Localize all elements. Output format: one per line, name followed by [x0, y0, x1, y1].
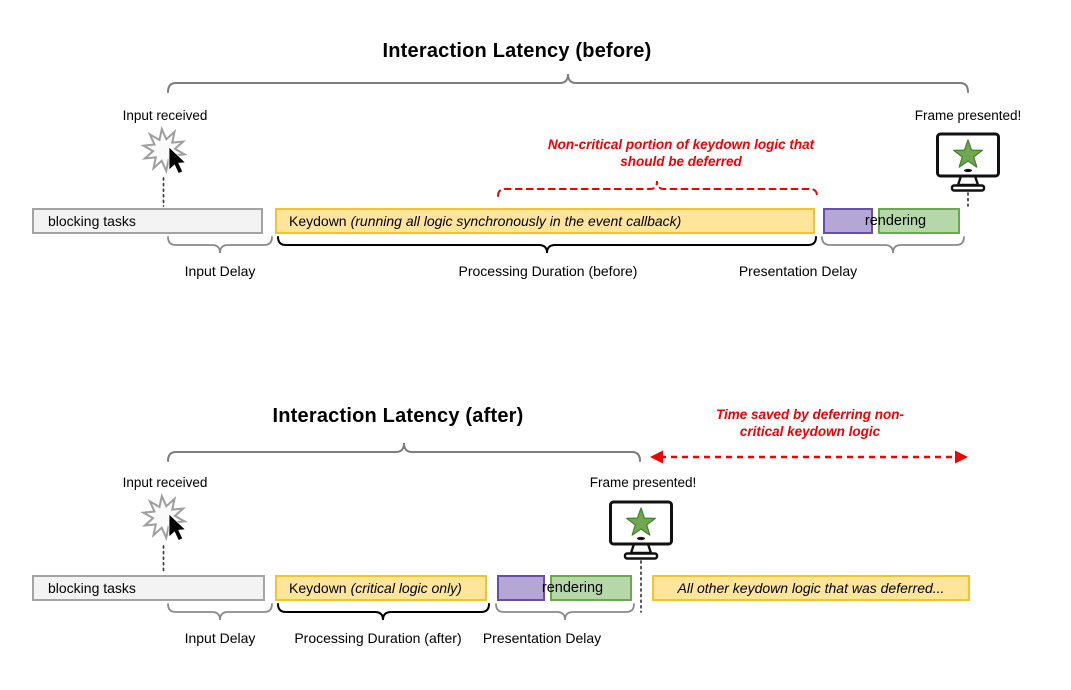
star-icon-after: [626, 507, 656, 536]
rendering-label-after: rendering: [541, 580, 604, 596]
deferred-note: Non-critical portion of keydown logic th…: [547, 137, 815, 169]
processing-duration-label-after: Processing Duration (after): [294, 630, 462, 646]
input-received-label-before: Input received: [122, 108, 208, 123]
input-delay-underbrace-after: [167, 603, 273, 621]
paint-bar-before: [823, 208, 873, 234]
frame-presented-label-before: Frame presented!: [914, 108, 1022, 123]
cursor-icon-after: [168, 513, 187, 542]
blocking-tasks-label: blocking tasks: [48, 213, 136, 229]
keydown-detail-after: (critical logic only): [350, 580, 462, 596]
keydown-detail: (running all logic synchronously in the …: [350, 213, 682, 229]
rendering-label-before: rendering: [864, 213, 927, 229]
blocking-tasks-bar-before: blocking tasks: [32, 208, 263, 234]
time-saved-arrow: [650, 450, 968, 464]
input-delay-label-before: Input Delay: [184, 263, 256, 279]
keydown-name-after: Keydown: [289, 580, 347, 596]
processing-underbrace-after: [277, 603, 490, 621]
deferred-keydown-label: All other keydown logic that was deferre…: [677, 580, 945, 596]
monitor-icon-after: [609, 500, 673, 560]
presentation-delay-label-before: Presentation Delay: [738, 263, 858, 279]
diagram-before-title: Interaction Latency (before): [382, 40, 652, 62]
blocking-tasks-bar-after: blocking tasks: [32, 575, 265, 601]
processing-underbrace-before: [277, 236, 817, 254]
deferred-portion-red-brace: [497, 180, 818, 197]
input-delay-underbrace-before: [167, 236, 273, 254]
keydown-name: Keydown: [289, 213, 347, 229]
latency-after-overbrace: [167, 442, 641, 462]
rendering-bar-before: [878, 208, 960, 234]
presentation-underbrace-after: [495, 603, 635, 621]
star-icon-before: [953, 139, 983, 168]
deferred-keydown-bar: All other keydown logic that was deferre…: [652, 575, 970, 601]
keydown-bar-after: Keydown (critical logic only): [275, 575, 487, 601]
blocking-tasks-label-after: blocking tasks: [48, 580, 136, 596]
input-burst-icon-after: [140, 492, 188, 542]
frame-presented-label-after: Frame presented!: [589, 475, 697, 490]
presentation-delay-label-after: Presentation Delay: [482, 630, 602, 646]
paint-bar-after: [497, 575, 545, 601]
diagram-after-title: Interaction Latency (after): [272, 405, 524, 427]
cursor-icon: [168, 146, 187, 175]
time-saved-note: Time saved by deferring non-critical key…: [715, 407, 905, 439]
rendering-bar-after: [550, 575, 632, 601]
input-delay-label-after: Input Delay: [184, 630, 256, 646]
keydown-bar-before: Keydown (running all logic synchronously…: [275, 208, 815, 234]
processing-duration-label-before: Processing Duration (before): [458, 263, 638, 279]
input-received-label-after: Input received: [122, 475, 208, 490]
presentation-underbrace-before: [821, 236, 965, 254]
input-burst-icon: [140, 125, 188, 175]
latency-before-overbrace: [167, 73, 969, 93]
monitor-icon-before: [936, 132, 1000, 192]
